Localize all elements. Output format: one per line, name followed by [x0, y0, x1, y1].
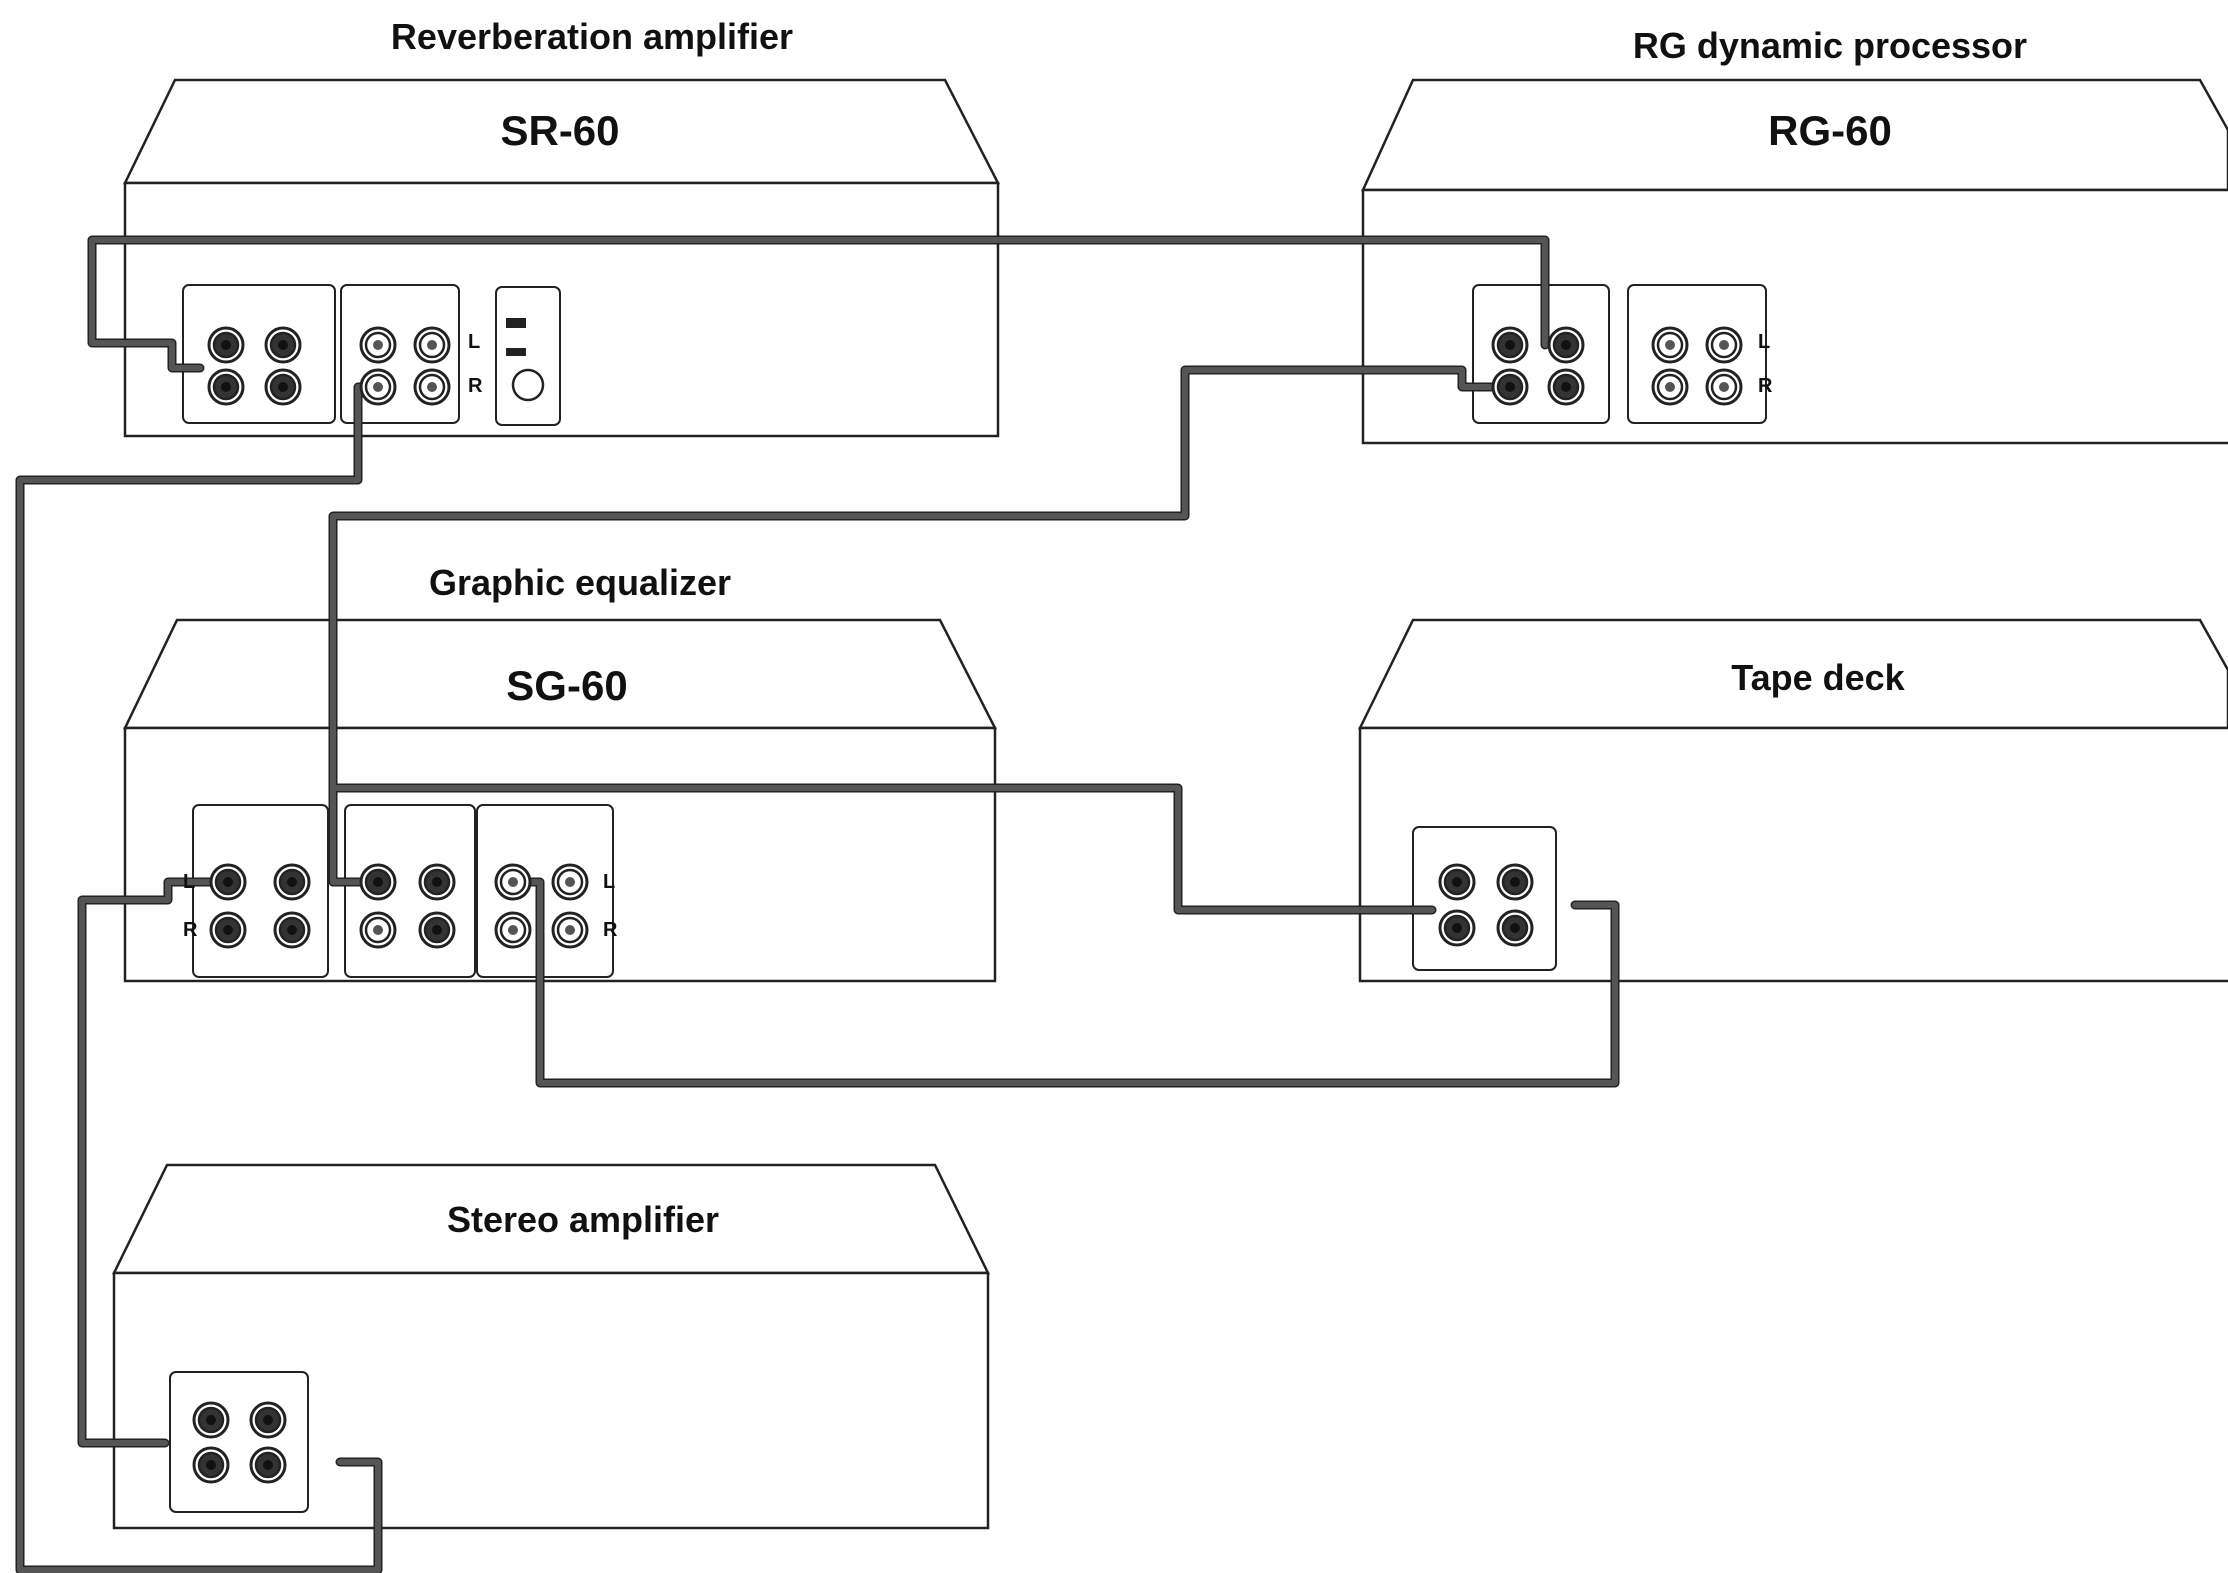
cables [15, 235, 1620, 1573]
sr60-output-right-jack [264, 368, 302, 406]
rg60-channel-left-label: L [1758, 331, 1770, 353]
rg60-rec-output-left-jack [1651, 326, 1689, 364]
sg60-tape2-play-left-jack [551, 863, 589, 901]
sr60-play-input-right-jack [413, 368, 451, 406]
tape-deck-out-right-jack [1496, 909, 1534, 947]
sr60-category-label: Reverberation amplifier [391, 16, 793, 57]
stereo-amplifier-label: Stereo amplifier [447, 1199, 719, 1240]
cable-sg60-to-tape-out [502, 879, 1618, 1086]
rg60-channel-right-label: R [1758, 375, 1773, 397]
tape-deck-in-left-jack [1438, 863, 1476, 901]
tape-deck-in-right-jack [1438, 909, 1476, 947]
sr60-input-right-jack [207, 368, 245, 406]
sr60-switch-indicator-bottom [506, 348, 526, 356]
sr60-rec-output-left-jack [359, 326, 397, 364]
cable-sg60-to-tape-in [330, 785, 1435, 913]
sg60-tape2-rec-left-jack [494, 863, 532, 901]
sr60-channel-right-label: R [468, 375, 483, 397]
sr60-model-label: SR-60 [500, 107, 619, 154]
tape-deck-label: Tape deck [1731, 657, 1905, 698]
unit-stereo-amplifier [111, 1163, 991, 1530]
rg60-model-label: RG-60 [1768, 107, 1892, 154]
sg60-tape2-play-right-jack [551, 911, 589, 949]
cable-sr60-to-rg60 [89, 237, 1548, 371]
sg60-eq-output-right-jack [273, 911, 311, 949]
sg60-category-label: Graphic equalizer [429, 562, 731, 603]
stereo-rec-right-jack [192, 1446, 230, 1484]
sg60-tape2-rec-right-jack [494, 911, 532, 949]
tape-deck-panel [1412, 826, 1557, 971]
rg60-input-left-jack [1491, 326, 1529, 364]
sr60-input-output-panel [182, 284, 336, 424]
sr60-input-left-jack [207, 326, 245, 364]
sg60-channel-right-label: R [603, 919, 618, 941]
sr60-switch-knob[interactable] [511, 368, 545, 402]
rg60-play-input-left-jack [1705, 326, 1743, 364]
rg60-tape-panel [1627, 284, 1767, 424]
cable-sr60-to-stereo [17, 384, 381, 1573]
rg60-rec-output-right-jack [1651, 368, 1689, 406]
sr60-rec-output-right-jack [359, 368, 397, 406]
sg60-eq-left-label: L [183, 871, 195, 893]
tape-deck-out-left-jack [1496, 863, 1534, 901]
sg60-channel-left-label: L [603, 871, 615, 893]
sr60-play-input-left-jack [413, 326, 451, 364]
sg60-tape1-rec-right-jack [359, 911, 397, 949]
sg60-eq-output-left-jack [273, 863, 311, 901]
sg60-eq-input-left-jack [209, 863, 247, 901]
sr60-channel-left-label: L [468, 331, 480, 353]
rg60-category-label: RG dynamic processor [1633, 25, 2027, 66]
jacks [192, 326, 1743, 1484]
rg60-output-left-jack [1547, 326, 1585, 364]
stereo-tape-panel [169, 1371, 309, 1513]
sr60-switch-panel [495, 286, 561, 426]
rg60-play-input-right-jack [1705, 368, 1743, 406]
sg60-tape1-play-right-jack [418, 911, 456, 949]
sr60-switch-indicator-top [506, 318, 526, 328]
sg60-eq-input-right-jack [209, 911, 247, 949]
sr60-output-left-jack [264, 326, 302, 364]
stereo-play-right-jack [249, 1446, 287, 1484]
rg60-input-right-jack [1491, 368, 1529, 406]
stereo-play-left-jack [249, 1401, 287, 1439]
rg60-output-right-jack [1547, 368, 1585, 406]
sg60-tape1-rec-left-jack [359, 863, 397, 901]
sg60-eq-right-label: R [183, 919, 198, 941]
sg60-tape1-play-left-jack [418, 863, 456, 901]
stereo-rec-left-jack [192, 1401, 230, 1439]
sg60-model-label: SG-60 [506, 662, 627, 709]
cable-sg60-to-stereo [79, 879, 216, 1446]
